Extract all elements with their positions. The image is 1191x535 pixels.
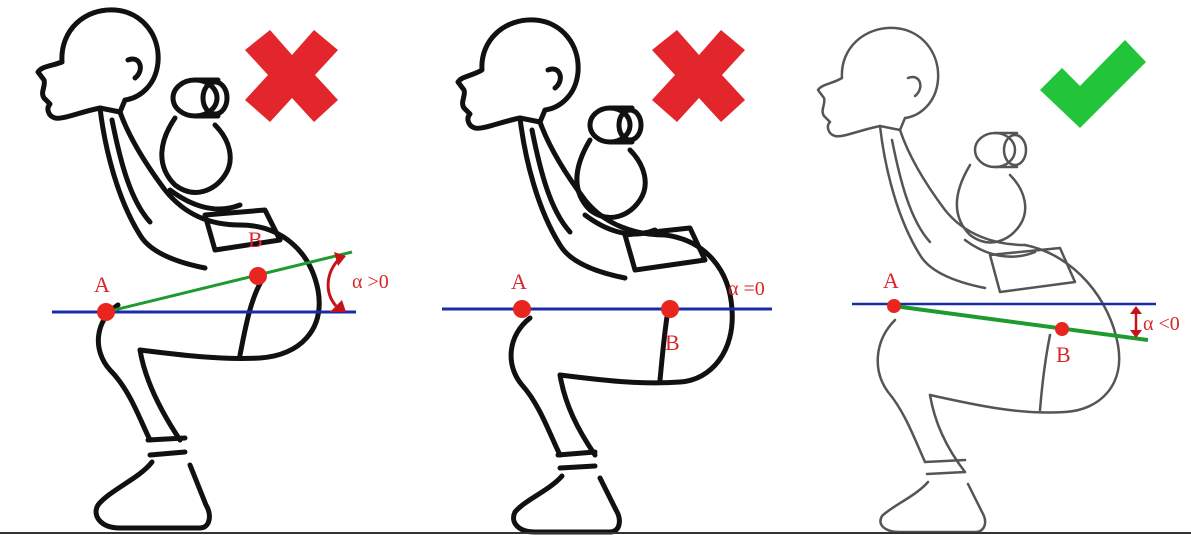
red-x-icon	[245, 30, 338, 122]
point-a	[887, 299, 901, 313]
point-b	[1055, 322, 1069, 336]
point-a	[97, 303, 115, 321]
red-x-icon	[652, 30, 745, 122]
point-b-label: B	[665, 330, 680, 355]
panel-3: A B α <0	[818, 28, 1180, 532]
point-a	[513, 300, 531, 318]
point-b	[661, 300, 679, 318]
point-b-label: B	[248, 227, 263, 252]
angle-label: α >0	[352, 271, 389, 293]
point-a-label: A	[94, 272, 110, 297]
hip-knee-line	[894, 306, 1148, 340]
point-a-label: A	[883, 268, 899, 293]
green-check-icon	[1040, 40, 1146, 128]
point-b	[249, 267, 267, 285]
point-b-label: B	[1056, 342, 1071, 367]
panel-2: A B α =0	[442, 20, 772, 532]
angle-arrow	[328, 252, 346, 312]
angle-label: α =0	[728, 278, 765, 300]
point-a-label: A	[511, 269, 527, 294]
panel-1: A B α >0	[38, 10, 389, 528]
angle-arrow	[1130, 306, 1142, 338]
angle-label: α <0	[1143, 313, 1180, 335]
